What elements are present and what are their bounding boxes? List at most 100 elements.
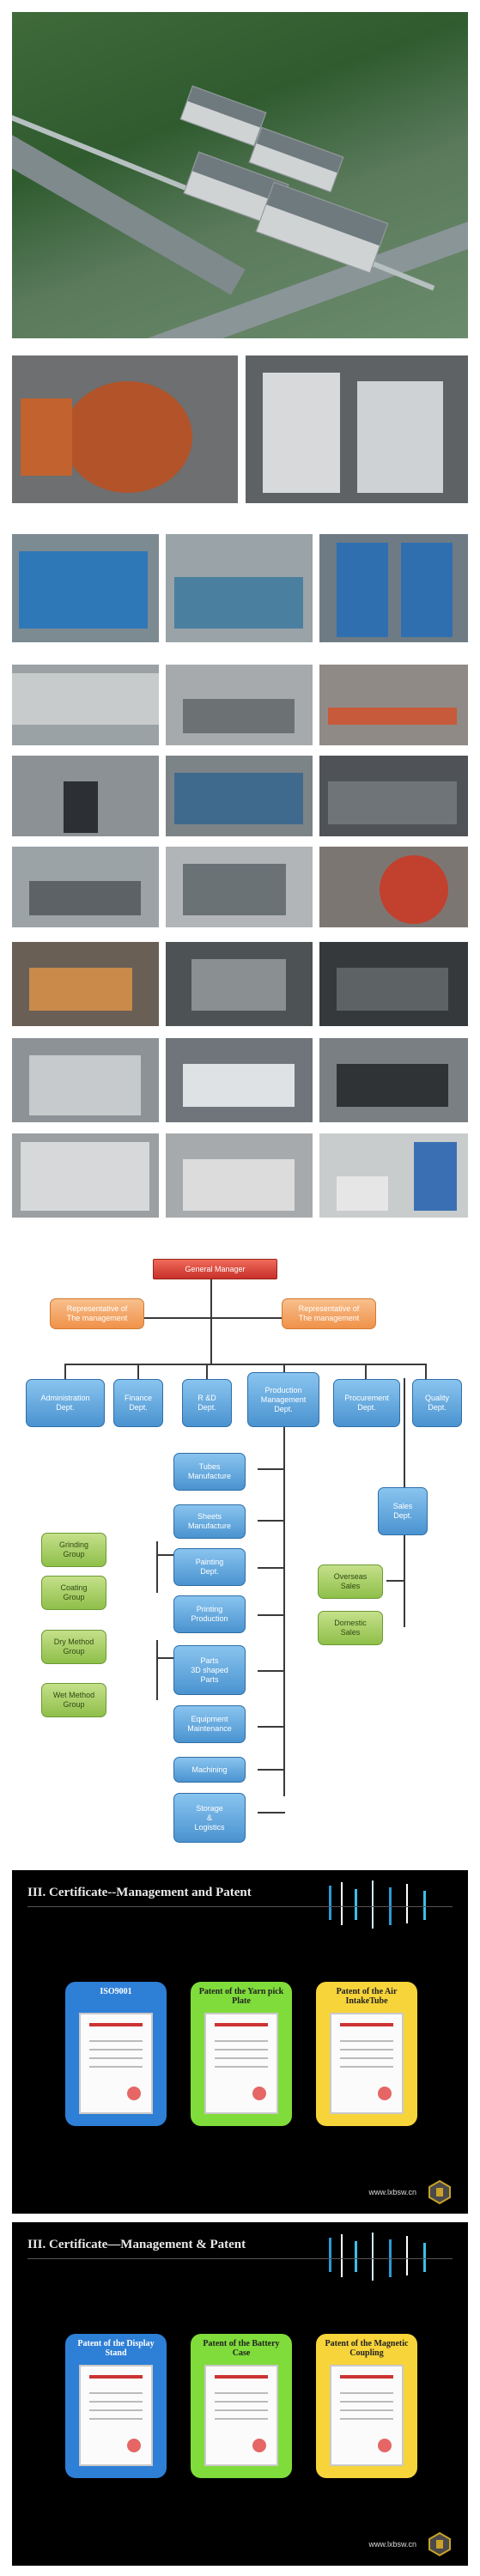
- connector: [156, 1541, 158, 1593]
- quality-dept-box: Quality Dept.: [412, 1379, 462, 1427]
- coating-group-box: Coating Group: [41, 1576, 106, 1610]
- general-manager-box: General Manager: [153, 1259, 277, 1279]
- connector: [258, 1812, 285, 1814]
- procurement-dept-box: Procurement Dept.: [333, 1379, 400, 1427]
- connector: [64, 1364, 425, 1365]
- divider: [27, 2258, 453, 2259]
- finance-dept-box: Finance Dept.: [113, 1379, 163, 1427]
- dry-method-group-box: Dry Method Group: [41, 1630, 106, 1664]
- certificate-card-magnetic-coupling: Patent of the Magnetic Coupling: [316, 2334, 417, 2478]
- photo-presses: [319, 534, 468, 642]
- website-url: www.lxbsw.cn: [368, 2540, 416, 2549]
- photo-hall: [166, 665, 313, 745]
- connector: [258, 1520, 285, 1522]
- certificate-panel-1: III. Certificate--Management and Patent …: [12, 1870, 468, 2214]
- photo-line: [319, 665, 468, 745]
- photo-storage: [166, 1133, 313, 1218]
- photo-workshop: [166, 534, 313, 642]
- company-logo-icon: [428, 2531, 451, 2557]
- sales-dept-box: Sales Dept.: [378, 1487, 428, 1535]
- connector: [156, 1640, 158, 1700]
- certificate-label: ISO9001: [100, 1987, 132, 1996]
- photo-cutting: [166, 942, 313, 1026]
- rd-dept-box: R &D Dept.: [182, 1379, 232, 1427]
- certificate-label: Patent of the Magnetic Coupling: [325, 2339, 409, 2358]
- certificate-card-air-intake-tube: Patent of the Air IntakeTube: [316, 1982, 417, 2126]
- photo-autoclave: [12, 355, 238, 503]
- tubes-manufacture-box: Tubes Manufacture: [173, 1453, 246, 1491]
- certificate-panel-2: III. Certificate—Management & Patent Pat…: [12, 2222, 468, 2566]
- certificate-document: [204, 2365, 278, 2466]
- certificate-document: [79, 2365, 153, 2466]
- overseas-sales-box: Overseas Sales: [318, 1564, 383, 1599]
- certificate-card-yarn-pick-plate: Patent of the Yarn pick Plate: [191, 1982, 292, 2126]
- production-management-dept-box: Production Management Dept.: [247, 1372, 319, 1427]
- connector: [258, 1614, 285, 1616]
- certificate-card-iso9001: ISO9001: [65, 1982, 167, 2126]
- photo-workers: [166, 1038, 313, 1122]
- divider: [27, 1906, 453, 1907]
- photo-operator: [12, 756, 159, 836]
- certificate-title: III. Certificate—Management & Patent: [27, 2238, 246, 2251]
- aerial-factory-image: [12, 12, 468, 338]
- printing-production-box: Printing Production: [173, 1595, 246, 1633]
- photo-blue-ovens: [12, 534, 159, 642]
- certificate-document: [79, 2013, 153, 2114]
- decorative-lights: [329, 2233, 426, 2281]
- photo-cnc-router: [12, 1038, 159, 1122]
- photo-warehouse: [12, 1133, 159, 1218]
- photo-red-vessel: [319, 847, 468, 927]
- administration-dept-box: Administration Dept.: [26, 1379, 105, 1427]
- domestic-sales-box: Domestic Sales: [318, 1611, 383, 1645]
- connector: [258, 1468, 285, 1470]
- connector: [156, 1657, 173, 1659]
- connector: [64, 1364, 66, 1381]
- certificate-label: Patent of the Air IntakeTube: [336, 1987, 398, 2006]
- certificate-card-display-stand: Patent of the Display Stand: [65, 2334, 167, 2478]
- management-rep-right-box: Representative of The management: [282, 1298, 376, 1329]
- connector: [386, 1580, 404, 1582]
- certificate-document: [330, 2365, 404, 2466]
- equipment-maintenance-box: Equipment Maintenance: [173, 1705, 246, 1743]
- factory-building: [255, 181, 389, 274]
- decorative-lights: [329, 1880, 426, 1929]
- photo-fabrication: [12, 847, 159, 927]
- website-url: www.lxbsw.cn: [368, 2188, 416, 2196]
- company-logo-icon: [428, 2179, 451, 2205]
- storage-logistics-box: Storage & Logistics: [173, 1793, 246, 1843]
- certificate-title: III. Certificate--Management and Patent: [27, 1886, 252, 1899]
- machining-box: Machining: [173, 1757, 246, 1783]
- connector: [120, 1317, 301, 1319]
- connector: [137, 1364, 139, 1381]
- photo-assembly: [319, 1038, 468, 1122]
- certificate-label: Patent of the Yarn pick Plate: [198, 1987, 284, 2006]
- photo-lab: [319, 1133, 468, 1218]
- photo-dark-machine: [319, 942, 468, 1026]
- sheets-manufacture-box: Sheets Manufacture: [173, 1504, 246, 1539]
- connector: [258, 1670, 285, 1672]
- certificate-card-battery-case: Patent of the Battery Case: [191, 2334, 292, 2478]
- connector: [258, 1726, 285, 1728]
- connector: [210, 1279, 212, 1365]
- connector: [156, 1554, 173, 1556]
- parts-3d-shaped-box: Parts 3D shaped Parts: [173, 1645, 246, 1695]
- connector: [365, 1364, 367, 1381]
- wet-method-group-box: Wet Method Group: [41, 1683, 106, 1717]
- connector: [425, 1364, 427, 1381]
- photo-machines: [166, 756, 313, 836]
- photo-room: [319, 756, 468, 836]
- photo-press-line: [166, 847, 313, 927]
- factory-building: [179, 85, 267, 147]
- connector: [258, 1769, 285, 1771]
- painting-dept-box: Painting Dept.: [173, 1548, 246, 1586]
- certificate-label: Patent of the Battery Case: [203, 2339, 280, 2358]
- photo-parts: [12, 942, 159, 1026]
- photo-cnc-machine: [246, 355, 468, 503]
- connector: [258, 1567, 285, 1569]
- certificate-document: [204, 2013, 278, 2114]
- connector: [206, 1364, 208, 1381]
- connector: [283, 1427, 285, 1796]
- photo-building: [12, 665, 159, 745]
- management-rep-left-box: Representative of The management: [50, 1298, 144, 1329]
- certificate-label: Patent of the Display Stand: [77, 2339, 155, 2358]
